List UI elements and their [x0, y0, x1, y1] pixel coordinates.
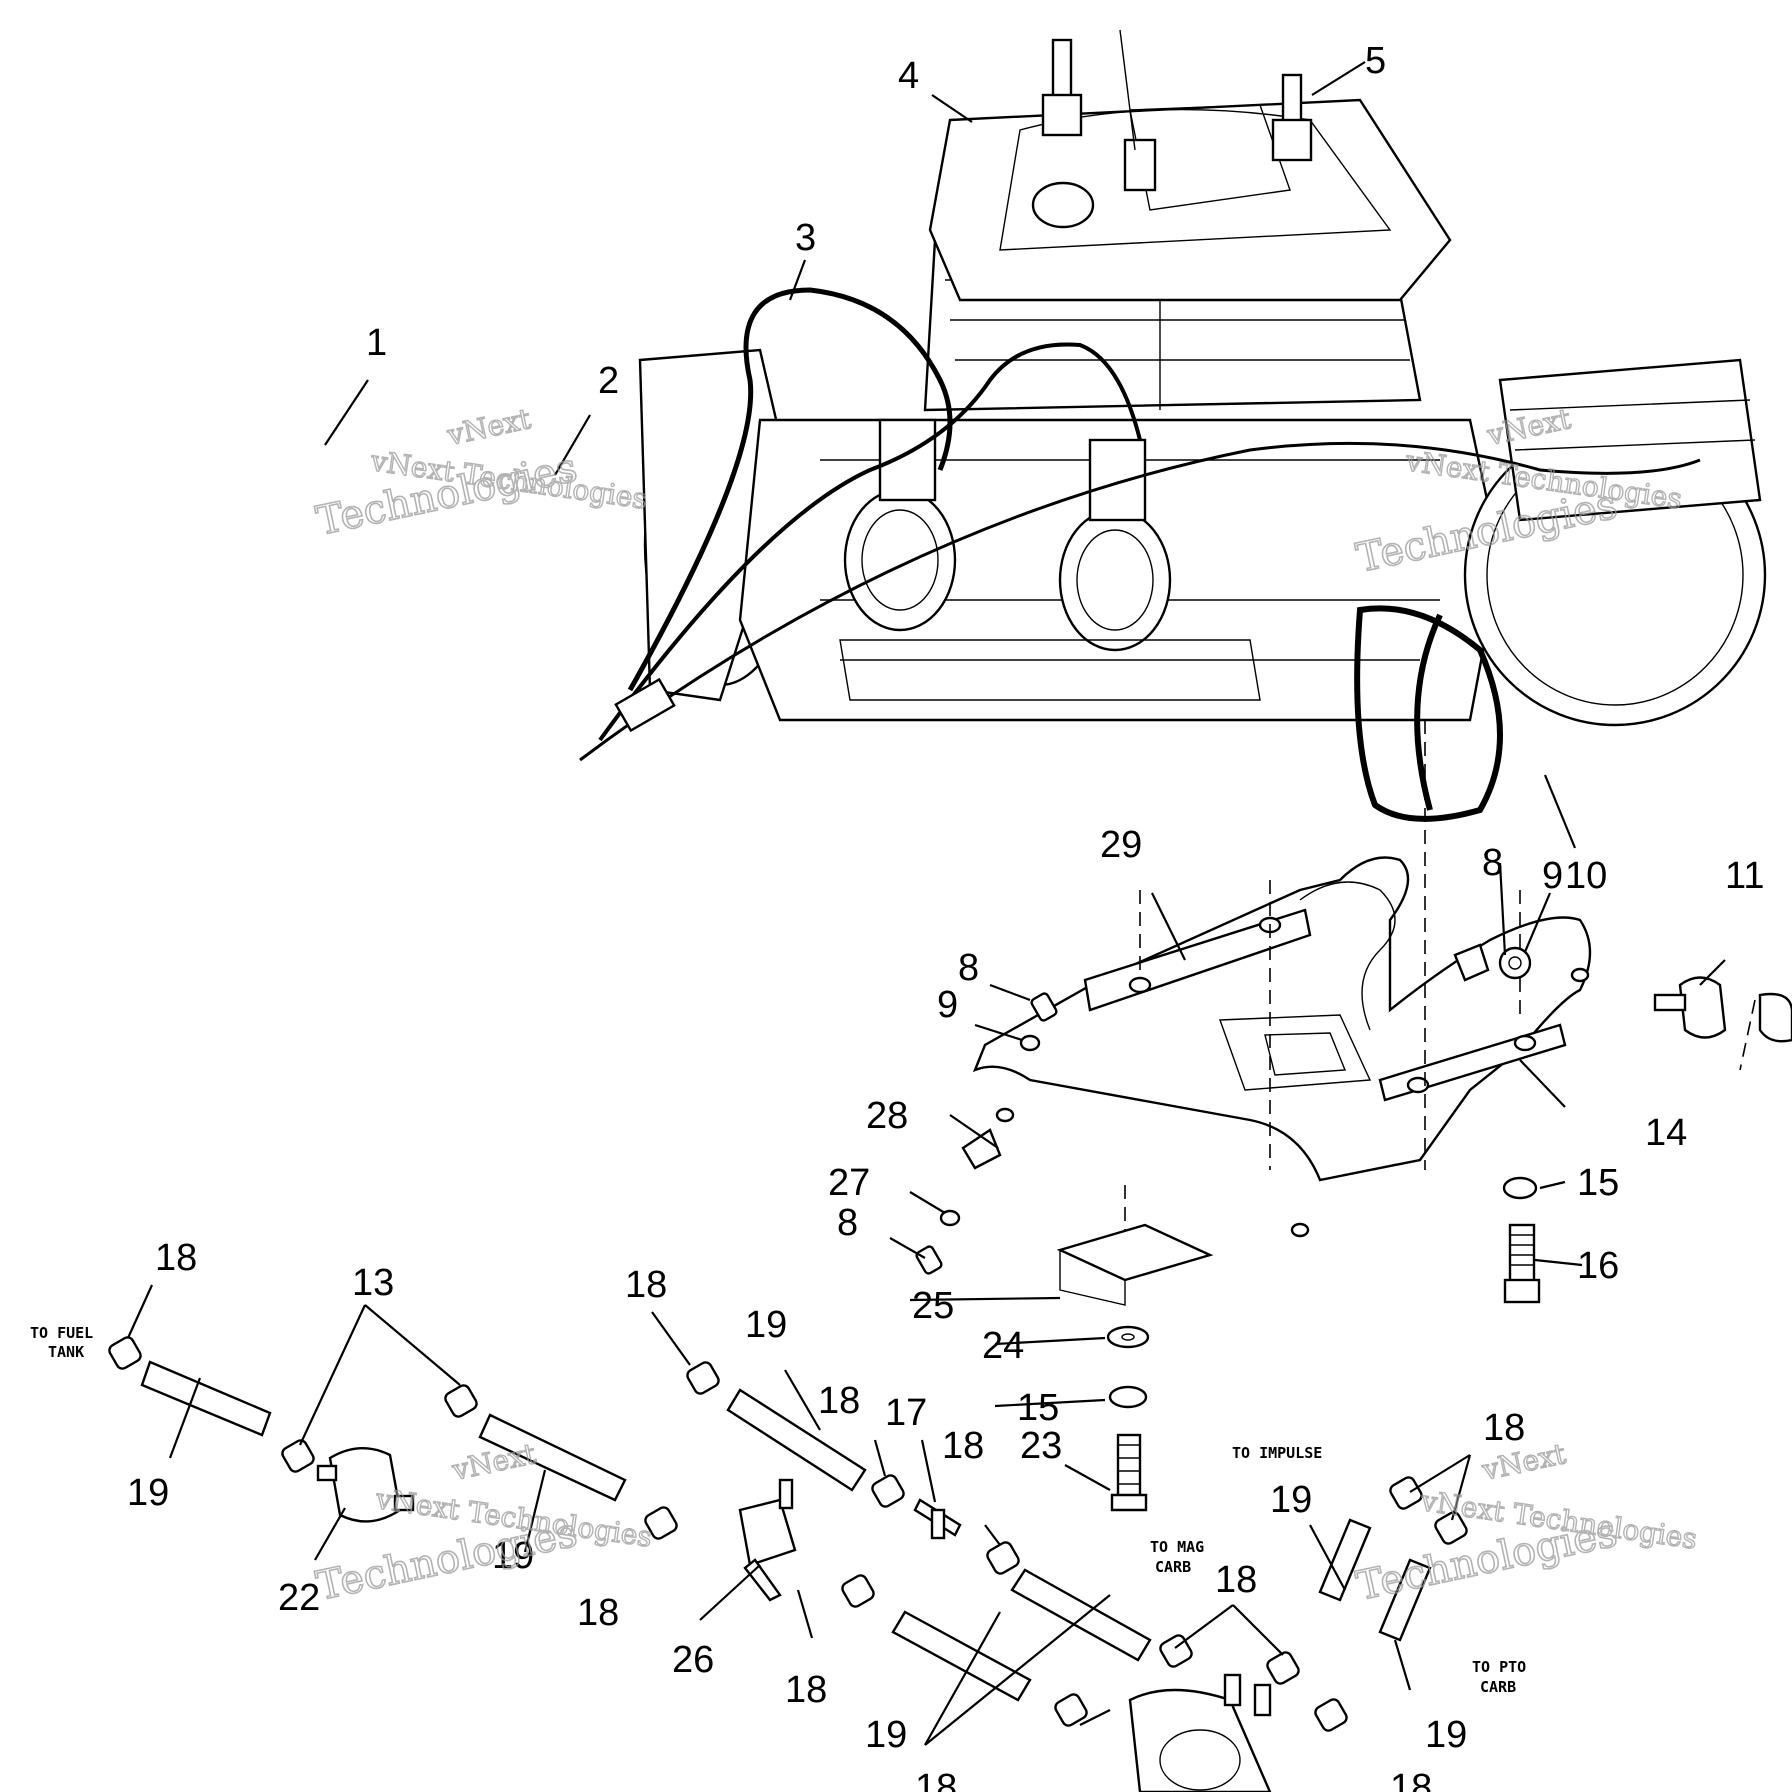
callout-numbers: 1 2 3 4 5 10 8 9 11 29 8 9 14 28 27 8 15… — [127, 40, 1764, 1792]
callout-18: 18 — [155, 1237, 197, 1279]
callout-29: 29 — [1100, 824, 1142, 866]
callout-13: 13 — [352, 1262, 394, 1304]
note-to-pto-carb: TO PTO — [1472, 1658, 1526, 1676]
callout-14: 14 — [1645, 1112, 1687, 1154]
callout-8: 8 — [837, 1202, 858, 1244]
callout-15: 15 — [1017, 1387, 1059, 1429]
fuel-system — [108, 1336, 1468, 1792]
callout-11: 11 — [1725, 855, 1764, 897]
callout-18: 18 — [785, 1669, 827, 1711]
callout-18: 18 — [1215, 1559, 1257, 1601]
callout-8: 8 — [958, 947, 979, 989]
callout-5: 5 — [1365, 40, 1386, 82]
callout-23: 23 — [1020, 1425, 1062, 1467]
note-to-mag-carb: TO MAG — [1150, 1538, 1204, 1556]
callout-18: 18 — [915, 1767, 957, 1792]
callout-19: 19 — [492, 1535, 534, 1577]
callout-28: 28 — [866, 1095, 908, 1137]
callout-18: 18 — [1483, 1407, 1525, 1449]
callout-19: 19 — [745, 1304, 787, 1346]
callout-18: 18 — [625, 1264, 667, 1306]
callout-18: 18 — [577, 1592, 619, 1634]
callout-24: 24 — [982, 1325, 1024, 1367]
note-to-pto-carb-2: CARB — [1480, 1678, 1516, 1696]
callout-26: 26 — [672, 1639, 714, 1681]
callout-1: 1 — [366, 322, 387, 364]
callout-27: 27 — [828, 1162, 870, 1204]
callout-18: 18 — [818, 1380, 860, 1422]
callout-22: 22 — [278, 1577, 320, 1619]
callout-18: 18 — [1390, 1767, 1432, 1792]
callout-9: 9 — [937, 984, 958, 1026]
note-to-fuel-tank-2: TANK — [48, 1343, 84, 1361]
callout-15: 15 — [1577, 1162, 1619, 1204]
callout-4: 4 — [898, 55, 919, 97]
callout-19: 19 — [127, 1472, 169, 1514]
callout-19: 19 — [1270, 1479, 1312, 1521]
motor-mount-plate — [972, 856, 1592, 1238]
callout-25: 25 — [912, 1285, 954, 1327]
watermark-top: vNext — [449, 1437, 540, 1487]
watermark-top: vNext — [444, 402, 535, 452]
callout-16: 16 — [1577, 1245, 1619, 1287]
note-to-impulse: TO IMPULSE — [1232, 1444, 1322, 1462]
note-to-fuel-tank: TO FUEL — [30, 1324, 93, 1342]
leader-lines — [126, 61, 1726, 1746]
callout-3: 3 — [795, 217, 816, 259]
callout-8: 8 — [1482, 842, 1503, 884]
routing-notes: TO FUEL TANK TO IMPULSE TO MAG CARB TO P… — [30, 1324, 1526, 1696]
engine-assembly — [638, 29, 1767, 822]
callout-18: 18 — [942, 1425, 984, 1467]
callout-17: 17 — [885, 1392, 927, 1434]
callout-10: 10 — [1565, 855, 1607, 897]
callout-2: 2 — [598, 360, 619, 402]
callout-19: 19 — [865, 1714, 907, 1756]
throttle-cable — [579, 287, 1701, 762]
callout-19: 19 — [1425, 1714, 1467, 1756]
mount-hardware — [915, 943, 1792, 1512]
note-to-mag-carb-2: CARB — [1155, 1558, 1191, 1576]
alignment-lines — [1124, 720, 1756, 1230]
callout-9: 9 — [1542, 855, 1563, 897]
